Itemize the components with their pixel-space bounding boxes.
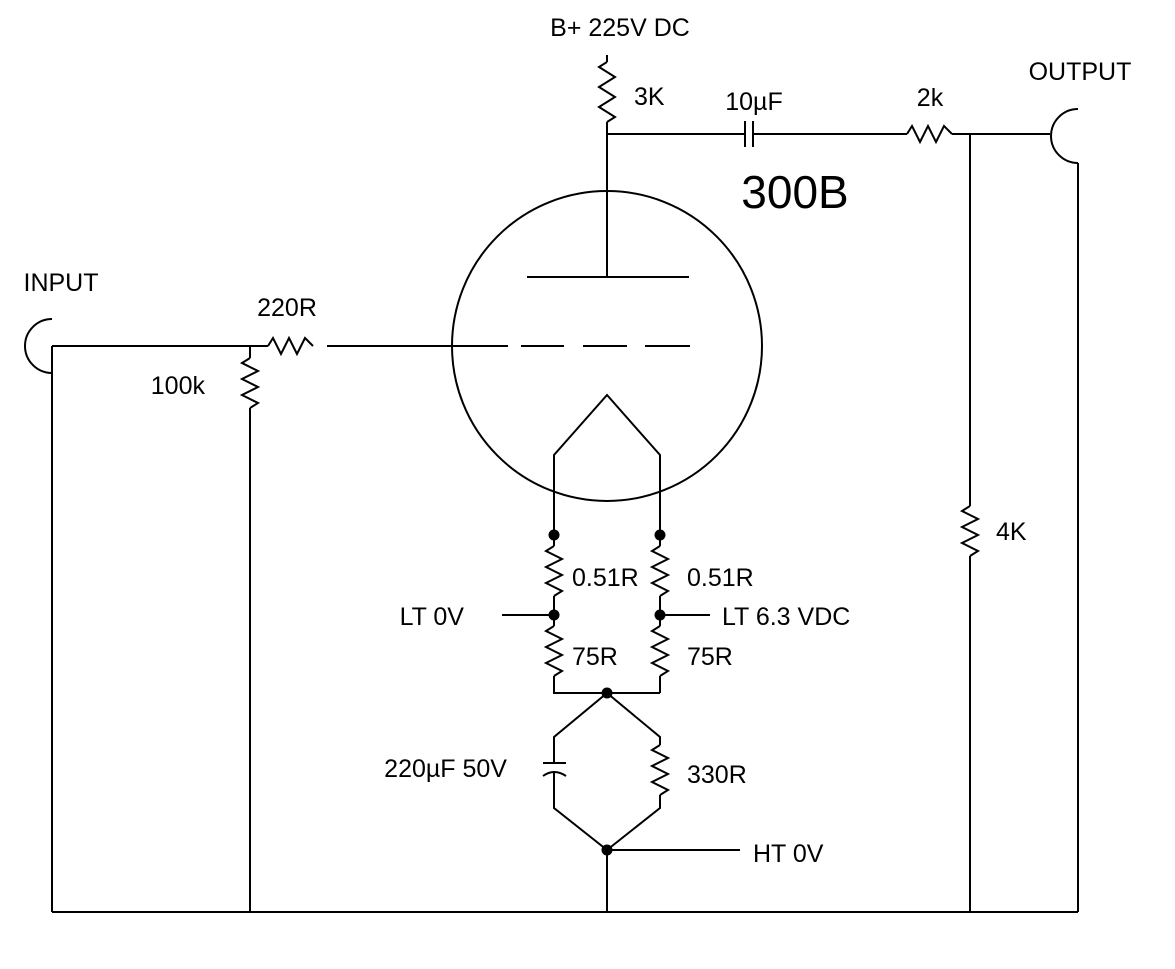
ht-ground-label: HT 0V	[753, 840, 824, 868]
output-jack	[1050, 108, 1079, 164]
filament-resistor-upper-right-label: 0.51R	[687, 564, 754, 592]
output-label: OUTPUT	[1029, 58, 1132, 86]
junction-dot	[654, 609, 666, 621]
input-label: INPUT	[24, 269, 99, 297]
plate-resistor	[597, 61, 617, 123]
tube-filament	[553, 393, 661, 535]
filament-resistor-lower-right-label: 75R	[687, 643, 733, 671]
junction-dot	[548, 529, 560, 541]
lt-supply-label: LT 6.3 VDC	[722, 603, 850, 631]
output-series-resistor	[906, 123, 953, 145]
filament-resistor-lower-left	[543, 625, 565, 677]
tube-label: 300B	[741, 166, 848, 218]
grid-stopper-resistor	[267, 335, 314, 357]
cathode-left-branch-lower	[553, 771, 608, 851]
cathode-bypass-capacitor-label: 220µF 50V	[384, 755, 507, 783]
grid-leak-label: 100k	[151, 372, 206, 400]
input-jack	[24, 318, 53, 374]
filament-resistor-upper-left	[543, 545, 565, 597]
cathode-resistor-label: 330R	[687, 761, 747, 789]
filament-resistor-lower-left-label: 75R	[572, 643, 618, 671]
output-load-label: 4K	[996, 518, 1027, 546]
lt-ground-label: LT 0V	[400, 603, 465, 631]
filament-resistor-upper-left-label: 0.51R	[572, 564, 639, 592]
grid-leak-resistor	[239, 357, 261, 409]
cathode-resistor	[649, 744, 671, 796]
junction-dot	[601, 687, 613, 699]
supply-label: B+ 225V DC	[550, 14, 690, 42]
grid-stopper-label: 220R	[257, 294, 317, 322]
cathode-right-branch	[606, 692, 661, 745]
filament-resistor-lower-right	[649, 625, 671, 677]
junction-dot	[601, 844, 613, 856]
cathode-left-branch	[553, 692, 608, 763]
junction-dot	[548, 609, 560, 621]
filament-resistor-upper-right	[649, 545, 671, 597]
junction-dot	[654, 529, 666, 541]
output-load-resistor	[959, 505, 981, 557]
output-series-resistor-label: 2k	[917, 84, 944, 112]
cathode-right-branch-lower	[606, 795, 661, 851]
plate-resistor-label: 3K	[634, 83, 665, 111]
filament-left-bottom-wire	[553, 676, 660, 694]
coupling-capacitor-label: 10µF	[725, 88, 782, 116]
